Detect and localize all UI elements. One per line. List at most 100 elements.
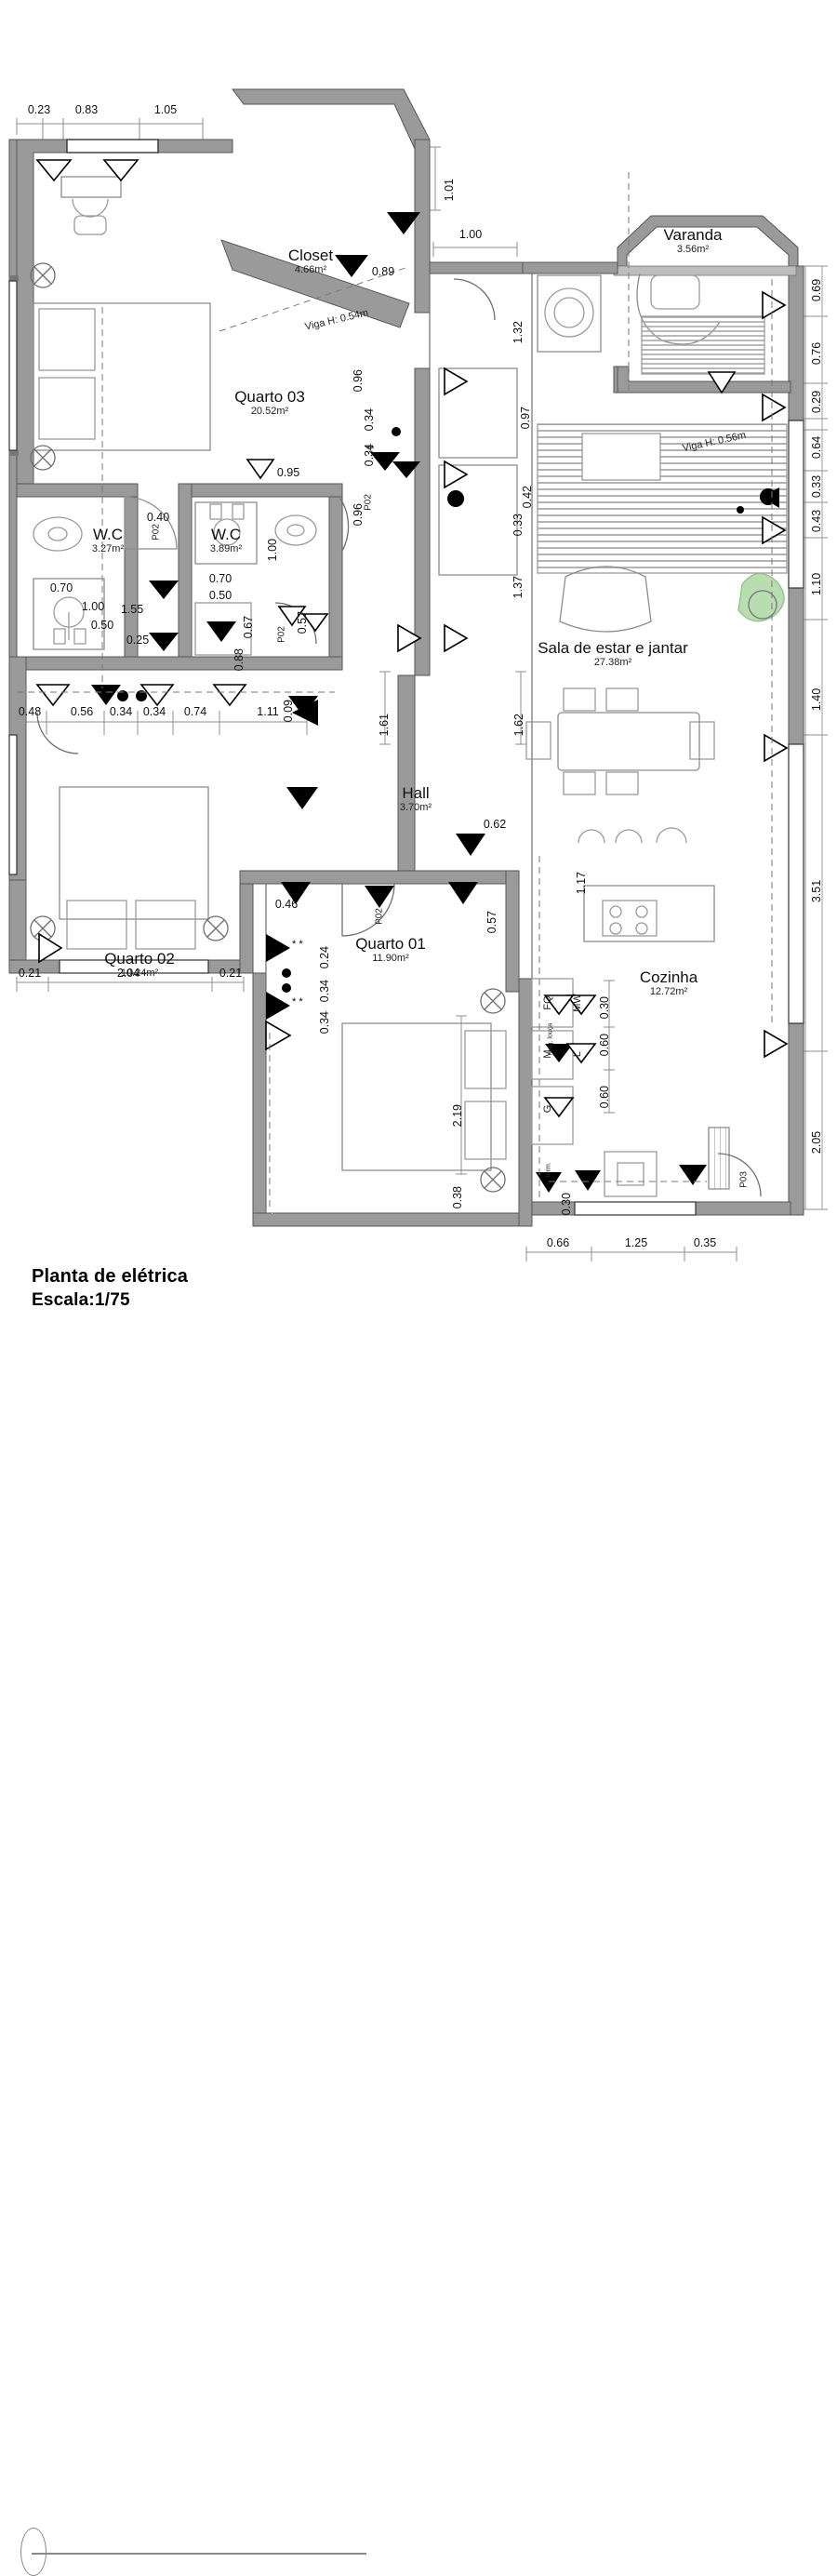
room-name: W.C (92, 526, 124, 543)
dimension-interior-21: 0.67 (242, 616, 256, 639)
appliance-tag-term: Term. (545, 1162, 552, 1179)
dimension-interior-39: 0.34 (318, 1011, 332, 1034)
appliance-tag-l: L (572, 1050, 583, 1058)
electrical-symbols: ** * * * * (17, 159, 789, 1209)
room-label-wc-2: W.C 3.89m² (175, 526, 277, 555)
dimension-interior-11: 1.37 (512, 576, 525, 599)
dimension-interior-40: 0.57 (485, 911, 499, 934)
dimension-right-5: 0.43 (810, 509, 823, 533)
door-tag-p02-c: P02 (374, 908, 385, 925)
dimension-interior-37: 0.24 (318, 946, 332, 969)
room-area: 27.38m² (593, 657, 632, 669)
room-label-sala: Sala de estar e jantar 27.38m² (497, 639, 729, 669)
dimension-top-0: 0.23 (27, 103, 51, 116)
room-label-quarto03: Quarto 03 20.52m² (177, 388, 363, 418)
dimension-interior-12: 0.40 (146, 511, 170, 524)
room-area: 3.89m² (209, 543, 243, 555)
dimension-interior-14: 1.00 (81, 600, 105, 613)
svg-text:**: ** (366, 444, 375, 455)
drawing-title: Planta de elétrica (32, 1266, 189, 1287)
dimension-interior-7: 1.32 (512, 321, 525, 344)
dimension-interior-20: 1.00 (266, 539, 280, 562)
dimension-interior-29: 1.11 (257, 705, 279, 718)
dimension-interior-31: 1.61 (378, 714, 392, 737)
room-name: W.C (210, 526, 242, 543)
room-name: Quarto 02 (104, 950, 175, 968)
appliance-tag-g: G (542, 1104, 553, 1114)
dimension-interior-15: 0.50 (90, 619, 114, 632)
dimension-interior-41: 0.62 (483, 818, 507, 831)
dimension-interior-17: 0.25 (126, 634, 150, 647)
title-block: Planta de elétrica Escala:1/75 (20, 1266, 366, 2576)
dimension-interior-38: 0.34 (318, 980, 332, 1003)
svg-text:* *: * * (292, 939, 303, 950)
room-name: Sala de estar e jantar (538, 639, 688, 657)
windows (8, 139, 804, 1216)
dimension-right-1: 0.76 (810, 341, 823, 366)
room-area: 3.56m² (676, 244, 710, 256)
dimension-interior-3: 0.96 (352, 369, 365, 393)
dimension-interior-2: 0.95 (276, 466, 300, 479)
dimension-top-1: 0.83 (74, 103, 99, 116)
dimension-right-4: 0.33 (810, 474, 823, 499)
dimension-interior-13: 0.70 (49, 581, 73, 594)
appliance-tag-fq: FQ (542, 995, 553, 1010)
dimension-interior-23: 0.88 (232, 648, 246, 672)
dimension-interior-10: 0.33 (512, 514, 525, 537)
room-label-wc-1: W.C 3.27m² (52, 526, 164, 555)
dimension-interior-5: 0.34 (363, 444, 377, 467)
dimension-interior-46: 2.19 (451, 1104, 465, 1128)
room-label-closet: Closet 4.66m² (236, 247, 385, 276)
dimension-interior-0: 1.01 (443, 179, 457, 202)
door-tag-p03: P03 (738, 1171, 750, 1188)
dimension-right-2: 0.29 (810, 390, 823, 414)
room-name: Quarto 03 (234, 388, 305, 406)
dimension-interior-35: 0.21 (219, 967, 243, 980)
room-name: Quarto 01 (355, 935, 426, 953)
dimension-interior-4: 0.34 (363, 408, 377, 432)
door-tag-p02-a: P02 (363, 494, 374, 511)
room-area: 11.90m² (372, 953, 409, 965)
dimension-interior-26: 0.34 (109, 705, 133, 718)
room-area: 3.70m² (399, 802, 432, 814)
dimension-right-6: 1.10 (810, 572, 823, 596)
dimension-interior-48: 0.30 (560, 1193, 574, 1216)
appliance-tag-mw: MW (572, 994, 583, 1012)
dimension-interior-50: 1.25 (624, 1236, 648, 1249)
dimension-interior-25: 0.56 (70, 705, 94, 718)
dimension-interior-32: 1.62 (512, 714, 526, 737)
dimension-interior-28: 0.74 (183, 705, 207, 718)
furniture (33, 176, 788, 1197)
dimension-right-0: 0.69 (810, 278, 823, 302)
room-area: 20.52m² (250, 406, 289, 418)
room-area: 12.72m² (649, 986, 688, 998)
door-tag-p02-wc: P02 (151, 524, 162, 541)
dimension-interior-43: 0.30 (598, 996, 612, 1020)
appliance-tag-maq-louca: maq. louça (547, 1022, 554, 1056)
room-area: 10.24m² (120, 968, 159, 980)
dimension-right-8: 3.51 (810, 879, 823, 903)
dimension-interior-18: 0.70 (208, 572, 232, 585)
dimension-interior-42: 1.17 (575, 872, 589, 895)
dimension-right-3: 0.64 (810, 435, 823, 460)
dimension-interior-8: 0.97 (519, 407, 533, 430)
room-area: 4.66m² (294, 264, 327, 276)
room-label-cozinha: Cozinha 12.72m² (594, 968, 743, 998)
room-name: Closet (287, 247, 334, 264)
dimension-top-3: 1.00 (458, 228, 483, 241)
room-name: Varanda (663, 226, 723, 244)
dimension-right-9: 2.05 (810, 1130, 823, 1155)
room-label-hall: Hall 3.70m² (365, 784, 467, 814)
dimension-interior-47: 0.38 (451, 1186, 465, 1209)
dimension-interior-51: 0.35 (693, 1236, 717, 1249)
dimension-interior-49: 0.66 (546, 1236, 570, 1249)
dimension-interior-9: 0.42 (521, 486, 535, 509)
dimension-interior-24: 0.48 (18, 705, 42, 718)
dimension-interior-1: 0.89 (371, 265, 395, 278)
dimension-interior-19: 0.50 (208, 589, 232, 602)
dimension-interior-22: 0.57 (296, 611, 310, 634)
dimension-interior-36: 0.46 (274, 898, 299, 911)
dimension-interior-34: 2.04 (116, 967, 140, 980)
room-name: Cozinha (639, 968, 698, 986)
room-label-quarto01: Quarto 01 11.90m² (307, 935, 474, 965)
